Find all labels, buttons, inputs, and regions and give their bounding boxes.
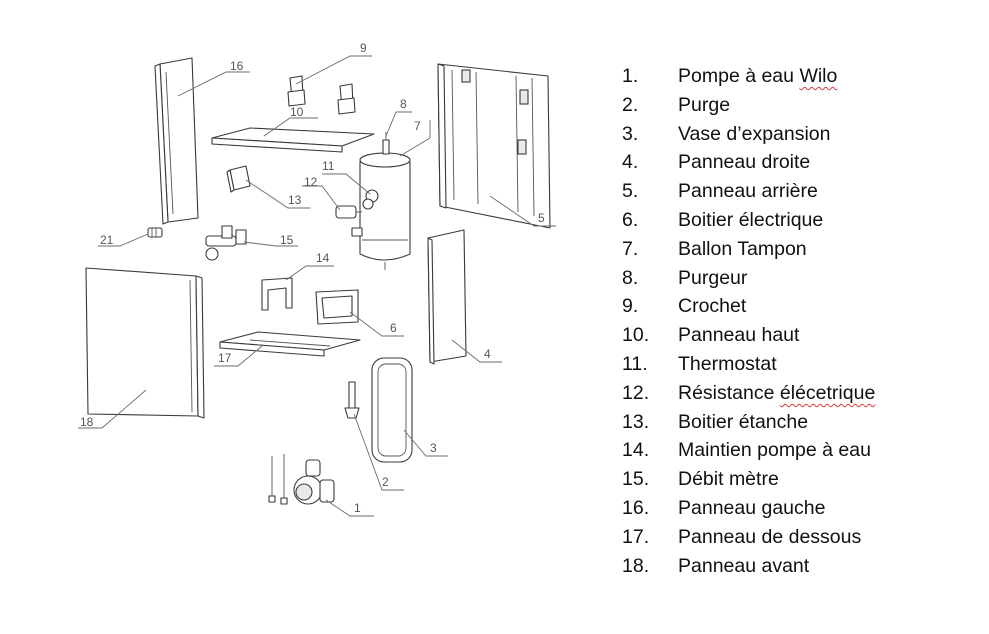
part-18-front-panel: 18 (78, 267, 205, 429)
legend-number: 2. (622, 93, 639, 116)
parts-legend: 1. Pompe à eau Wilo 2. Purge 3. Vase d’expa… (622, 62, 875, 580)
callout-12: 12 (304, 175, 318, 189)
legend-number: 6. (622, 208, 639, 231)
legend-label: Boitier étanche (678, 410, 809, 433)
legend-number: 3. (622, 122, 639, 145)
legend-item: 1. Pompe à eau Wilo (622, 62, 875, 91)
legend-number: 5. (622, 180, 639, 203)
legend-item: 2. Purge (622, 91, 875, 120)
legend-number: 13. (622, 410, 650, 433)
legend-number: 9. (622, 295, 639, 318)
callout-3: 3 (430, 441, 437, 455)
legend-number: 12. (622, 381, 650, 404)
legend-item: 13. Boitier étanche (622, 408, 875, 437)
callout-1: 1 (354, 501, 361, 515)
legend-item: 5. Panneau arrière (622, 177, 875, 206)
callout-21: 21 (100, 233, 114, 247)
legend-item: 8. Purgeur (622, 264, 875, 293)
callout-10: 10 (290, 105, 304, 119)
callout-13: 13 (288, 193, 302, 207)
legend-item: 12. Résistance élécetrique (622, 379, 875, 408)
part-17-bottom-panel: 17 (214, 331, 361, 367)
part-21-fitting: 21 (98, 227, 163, 247)
part-14-pump-support: 14 (261, 251, 334, 311)
part-5-back-panel: 5 (437, 63, 556, 229)
legend-label: Pompe à eau Wilo (678, 65, 838, 87)
callout-6: 6 (390, 321, 397, 335)
legend-item: 3. Vase d’expansion (622, 120, 875, 149)
legend-label: Crochet (678, 295, 747, 318)
legend-item: 4. Panneau droite (622, 148, 875, 177)
legend-label: Résistance élécetrique (678, 381, 876, 404)
legend-item: 11. Thermostat (622, 350, 875, 379)
legend-label: Panneau de dessous (678, 525, 862, 548)
part-2-drain: 2 (344, 381, 404, 491)
part-6-electric-box: 6 (315, 289, 404, 337)
callout-17: 17 (218, 351, 232, 365)
legend-item: 17. Panneau de dessous (622, 523, 875, 552)
legend-number: 15. (622, 468, 650, 491)
callout-9: 9 (360, 41, 367, 55)
legend-number: 14. (622, 439, 650, 462)
callout-7: 7 (414, 119, 421, 133)
legend-label: Purgeur (678, 266, 748, 289)
callout-18: 18 (80, 415, 94, 429)
part-1-water-pump: 1 (268, 454, 374, 517)
legend-label: Purge (678, 93, 731, 116)
part-9-hook: 9 (287, 41, 372, 115)
legend-label: Panneau haut (678, 324, 800, 347)
legend-number: 18. (622, 554, 650, 577)
legend-item: 9. Crochet (622, 292, 875, 321)
legend-label: Vase d’expansion (678, 122, 831, 145)
part-16-left-panel: 16 (154, 57, 250, 225)
callout-2: 2 (382, 475, 389, 489)
legend-item: 16. Panneau gauche (622, 494, 875, 523)
legend-number: 16. (622, 496, 650, 519)
legend-label: Panneau arrière (678, 180, 818, 203)
spellcheck-flagged-word: Wilo (799, 65, 838, 87)
legend-number: 7. (622, 237, 639, 260)
part-15-flow-meter: 15 (205, 225, 298, 261)
legend-number: 11. (622, 352, 648, 375)
legend-item: 7. Ballon Tampon (622, 235, 875, 264)
part-13-sealed-box: 13 (226, 165, 310, 209)
part-3-expansion-vessel: 3 (371, 357, 448, 463)
part-10-top-panel: 10 (211, 105, 375, 153)
part-4-right-panel: 4 (427, 229, 502, 365)
legend-item: 14. Maintien pompe à eau (622, 436, 875, 465)
legend-item: 15. Débit mètre (622, 465, 875, 494)
legend-number: 10. (622, 324, 650, 347)
legend-label: Boitier électrique (678, 208, 824, 231)
legend-number: 1. (622, 65, 639, 87)
callout-4: 4 (484, 347, 491, 361)
legend-label: Maintien pompe à eau (678, 439, 871, 462)
callout-14: 14 (316, 251, 330, 265)
legend-number: 4. (622, 151, 639, 174)
part-7-buffer-tank: 7 8 11 12 (302, 97, 431, 270)
legend-number: 8. (622, 266, 639, 289)
spellcheck-flagged-word: élécetrique (779, 381, 876, 404)
callout-11: 11 (322, 159, 335, 173)
legend-item: 6. Boitier électrique (622, 206, 875, 235)
legend-label: Ballon Tampon (678, 237, 807, 260)
legend-label: Thermostat (678, 352, 777, 375)
callout-5: 5 (538, 211, 545, 225)
legend-label: Débit mètre (678, 468, 779, 491)
legend-label: Panneau avant (678, 554, 810, 577)
callout-8: 8 (400, 97, 407, 111)
legend-label: Panneau gauche (678, 496, 826, 519)
legend-item: 10. Panneau haut (622, 321, 875, 350)
legend-label: Panneau droite (678, 151, 811, 174)
legend-number: 17. (622, 525, 650, 548)
callout-16: 16 (230, 59, 244, 73)
exploded-diagram: 16 9 10 13 (78, 41, 556, 517)
legend-item: 18. Panneau avant (622, 552, 875, 581)
callout-15: 15 (280, 233, 294, 247)
